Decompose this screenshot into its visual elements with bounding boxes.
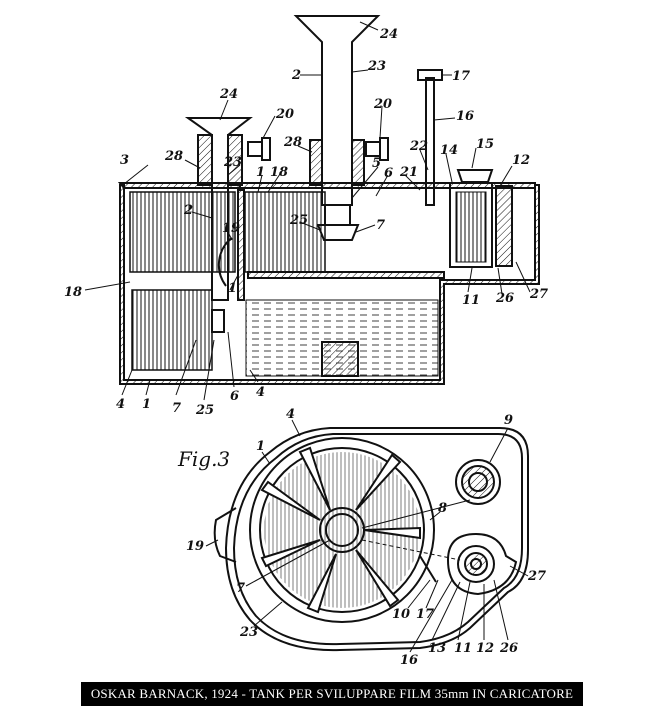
plan-leader-lines [205,419,529,653]
tank-top-wall [117,182,241,189]
film-reel-center [244,191,326,273]
side-lug [213,507,237,563]
callout-label: 1 [256,439,265,454]
film-path [361,499,471,529]
callout-label: 1 [228,281,237,296]
callout-label: 23 [367,59,386,74]
section-labels: 24 2 23 17 24 20 20 16 28 28 22 15 3 23 … [64,27,548,418]
callout-label: 24 [379,27,398,42]
callout-label: 7 [236,581,245,596]
thumb-screw-right [365,137,389,161]
film-reel-left [129,191,236,273]
callout-label: 26 [495,291,514,306]
callout-label: 11 [454,641,472,656]
callout-label: 26 [499,641,518,656]
callout-label: 3 [120,153,129,168]
caption-text: OSKAR BARNACK, 1924 - TANK PER SVILUPPAR… [90,686,574,701]
callout-label: 27 [529,287,548,302]
callout-label: 18 [270,165,288,180]
callout-label: 11 [462,293,480,308]
hose [217,237,233,287]
cartridge-housing [446,532,518,596]
callout-label: 27 [527,569,546,584]
callout-label: 1 [256,165,265,180]
callout-label: 2 [183,203,193,218]
callout-label: 28 [283,135,302,150]
callout-label: 17 [452,69,470,84]
spool-9 [455,459,501,505]
callout-label: 22 [409,139,428,154]
callout-label: 12 [512,153,530,168]
callout-label: 7 [172,401,181,416]
callout-label: 17 [416,607,434,622]
callout-label: 1 [142,397,151,412]
section-leader-lines [84,21,531,401]
callout-label: 20 [275,107,294,122]
center-boss [321,341,359,377]
callout-label: 19 [186,539,204,554]
reel-outer-rim [249,437,435,623]
plan-view: Fig.3 4 9 1 8 19 7 27 [177,407,546,668]
callout-label: 4 [286,407,295,422]
film-reel-lower [131,289,213,371]
thumb-screw-left [247,137,271,161]
shelf-plate [247,271,445,279]
callout-label: 25 [195,403,214,418]
callout-label: 8 [438,501,447,516]
callout-label: 24 [219,87,238,102]
callout-label: 6 [384,166,393,181]
callout-label: 12 [476,641,494,656]
callout-label: 25 [289,213,308,228]
callout-label: 4 [256,385,265,400]
callout-label: 23 [239,625,258,640]
callout-label: 16 [400,653,418,668]
caption-bar: OSKAR BARNACK, 1924 - TANK PER SVILUPPAR… [81,682,583,706]
callout-label: 13 [428,641,446,656]
callout-label: 6 [230,389,239,404]
callout-label: 7 [376,218,385,233]
callout-label: 16 [456,109,474,124]
callout-label: 21 [399,165,418,180]
callout-label: 18 [64,285,82,300]
callout-label: 2 [291,68,301,83]
center-funnel [293,15,381,206]
cartridge-cap [456,169,494,183]
reel-spokes [260,446,421,614]
callout-label: 28 [164,149,183,164]
callout-label: 23 [223,155,242,170]
callout-label: 15 [476,137,494,152]
figure-label: Fig.3 [177,447,230,471]
divider-wall [237,189,245,301]
reel-hub [319,507,365,553]
crank-rod [425,77,435,206]
callout-label: 19 [222,221,240,236]
callout-label: 4 [116,397,125,412]
tank-outline [224,427,529,652]
section-view: 24 2 23 17 24 20 20 16 28 28 22 15 3 23 … [64,15,548,418]
callout-label: 20 [373,97,392,112]
callout-label: 9 [504,413,513,428]
plan-labels: 4 9 1 8 19 7 27 10 17 23 13 11 12 26 16 [186,407,546,668]
callout-label: 10 [392,607,410,622]
callout-label: 5 [372,156,381,171]
callout-label: 14 [440,143,458,158]
